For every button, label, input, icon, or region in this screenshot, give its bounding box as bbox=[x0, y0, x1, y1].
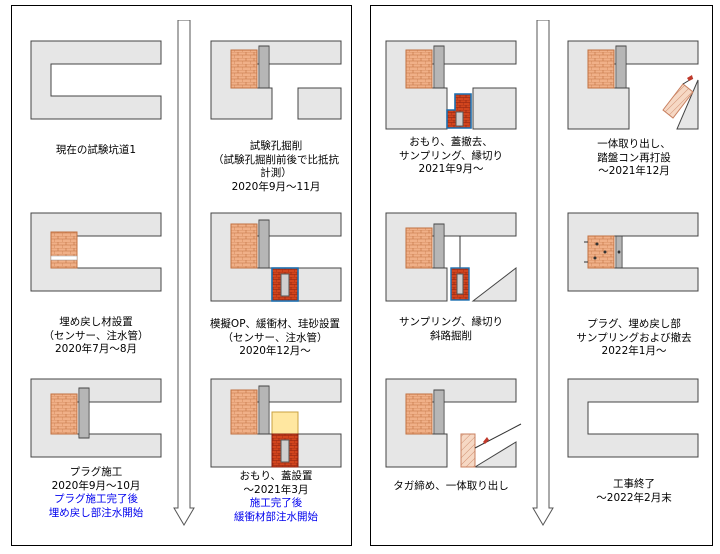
diagram-step-2 bbox=[210, 40, 342, 120]
caption-step-11: タガ締め、一体取り出し bbox=[393, 480, 509, 492]
caption-step-9: サンプリング、縁切り 斜路掘削 bbox=[399, 316, 503, 342]
diagram-step-6 bbox=[210, 378, 342, 468]
note-step-6-line-1: 施工完了後 bbox=[249, 497, 303, 509]
caption-step-7: おもり、蓋撤去、 サンプリング、縁切り 2021年9月～ bbox=[399, 136, 503, 175]
diagram-step-10 bbox=[567, 212, 699, 292]
diagram-step-11 bbox=[385, 378, 522, 468]
diagram-step-8 bbox=[567, 40, 699, 130]
diagram-step-1 bbox=[30, 40, 162, 120]
caption-step-5: プラグ施工 2020年9月～10月 プラグ施工完了後 埋め戻し部注水開始 bbox=[20, 466, 172, 520]
caption-step-6: おもり、蓋設置 ～2021年3月 施工完了後 緩衝材部注水開始 bbox=[196, 470, 356, 524]
diagram-step-9 bbox=[385, 212, 517, 302]
diagram-step-5 bbox=[30, 378, 162, 458]
note-step-5-line-2: 埋め戻し部注水開始 bbox=[48, 506, 144, 519]
flow-arrow-left bbox=[173, 20, 195, 526]
caption-step-1: 現在の試験坑道1 bbox=[55, 144, 137, 156]
caption-step-4: 模擬OP、緩衝材、珪砂設置 （センサー、注水管） 2020年12月～ bbox=[209, 318, 341, 357]
diagram-step-12 bbox=[567, 378, 699, 458]
diagram-step-4 bbox=[210, 212, 342, 302]
diagram-step-7 bbox=[385, 40, 517, 130]
note-step-5-line-1: プラグ施工完了後 bbox=[54, 493, 138, 505]
caption-step-12: 工事終了 ～2022年2月末 bbox=[596, 478, 672, 504]
flow-arrow-right bbox=[532, 20, 554, 526]
caption-step-3: 埋め戻し材設置 （センサー、注水管） 2020年7月～8月 bbox=[43, 316, 149, 355]
caption-step-10: プラグ、埋め戻し部 サンプリングおよび撤去 2022年1月～ bbox=[576, 318, 692, 357]
caption-step-2: 試験孔掘削 （試験孔掘削前後で比抵抗 計測） 2020年9月～11月 bbox=[213, 140, 339, 193]
caption-step-8: 一体取り出し、 踏盤コン再打設 ～2021年12月 bbox=[597, 138, 671, 177]
note-step-6-line-2: 緩衝材部注水開始 bbox=[234, 510, 318, 523]
diagram-step-3 bbox=[30, 212, 162, 292]
